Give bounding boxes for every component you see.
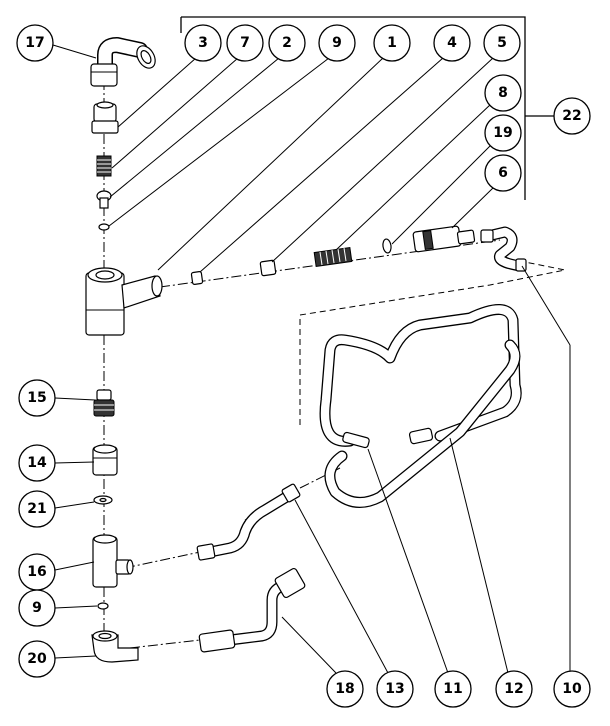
callout-label: 5 bbox=[497, 35, 507, 51]
callout-label: 4 bbox=[447, 35, 457, 51]
callout-label: 16 bbox=[27, 564, 46, 580]
callout-11: 11 bbox=[434, 670, 472, 708]
callout-9-top: 9 bbox=[318, 24, 356, 62]
callout-15: 15 bbox=[18, 379, 56, 417]
callout-label: 7 bbox=[240, 35, 250, 51]
callout-label: 14 bbox=[27, 455, 47, 471]
callout-label: 17 bbox=[25, 35, 44, 51]
callout-21: 21 bbox=[18, 490, 56, 528]
callout-label: 13 bbox=[385, 681, 404, 697]
callout-label: 22 bbox=[562, 108, 581, 124]
callout-18: 18 bbox=[326, 670, 364, 708]
part-1-tee-body bbox=[85, 267, 163, 336]
part-6-valve-body bbox=[412, 225, 476, 253]
callout-label: 9 bbox=[32, 600, 42, 616]
callout-4: 4 bbox=[433, 24, 471, 62]
callout-label: 2 bbox=[282, 35, 292, 51]
part-21-washer bbox=[93, 495, 113, 505]
callout-6: 6 bbox=[484, 154, 522, 192]
callout-5: 5 bbox=[483, 24, 521, 62]
part-9-washer-top bbox=[98, 223, 110, 231]
part-18-hose bbox=[198, 567, 306, 653]
part-2-seat bbox=[96, 190, 112, 209]
callout-20: 20 bbox=[18, 640, 56, 678]
assembly-bracket bbox=[180, 16, 555, 200]
callout-16: 16 bbox=[18, 553, 56, 591]
callout-label: 12 bbox=[504, 681, 523, 697]
callout-label: 21 bbox=[27, 501, 46, 517]
part-14-nut bbox=[92, 444, 118, 476]
part-20-elbow bbox=[91, 630, 139, 663]
callout-label: 18 bbox=[335, 681, 354, 697]
callout-label: 20 bbox=[27, 651, 47, 667]
part-5-sleeve bbox=[259, 259, 277, 277]
part-17-elbow-fitting bbox=[90, 37, 156, 87]
callout-17: 17 bbox=[16, 24, 54, 62]
part-19-o-ring bbox=[382, 238, 392, 254]
callout-10: 10 bbox=[553, 670, 591, 708]
callout-label: 11 bbox=[443, 681, 462, 697]
part-8-spring bbox=[313, 246, 353, 268]
callout-label: 9 bbox=[332, 35, 342, 51]
tubing-loop bbox=[319, 304, 522, 508]
callout-13: 13 bbox=[376, 670, 414, 708]
part-15-nipple bbox=[93, 389, 115, 417]
callout-label: 15 bbox=[27, 390, 46, 406]
callout-label: 6 bbox=[498, 165, 508, 181]
part-7-spring bbox=[96, 155, 112, 177]
callout-label: 8 bbox=[498, 85, 508, 101]
part-3-fitting bbox=[91, 101, 119, 134]
callout-1: 1 bbox=[373, 24, 411, 62]
leader-lines bbox=[52, 44, 571, 674]
callout-label: 19 bbox=[493, 125, 512, 141]
part-13-tube bbox=[196, 483, 301, 561]
part-10-bent-tube bbox=[480, 226, 527, 272]
callout-label: 1 bbox=[387, 35, 397, 51]
part-16-tee bbox=[92, 534, 134, 588]
callout-19: 19 bbox=[484, 114, 522, 152]
callout-label: 3 bbox=[198, 35, 208, 51]
callout-14: 14 bbox=[18, 444, 56, 482]
part-9-washer-bottom bbox=[97, 602, 109, 610]
callout-3: 3 bbox=[184, 24, 222, 62]
callout-8: 8 bbox=[484, 74, 522, 112]
callout-2: 2 bbox=[268, 24, 306, 62]
callout-7: 7 bbox=[226, 24, 264, 62]
callout-label: 10 bbox=[562, 681, 582, 697]
callout-9-bottom: 9 bbox=[18, 589, 56, 627]
callout-22: 22 bbox=[553, 97, 591, 135]
part-4-bushing bbox=[190, 271, 204, 285]
callout-12: 12 bbox=[495, 670, 533, 708]
